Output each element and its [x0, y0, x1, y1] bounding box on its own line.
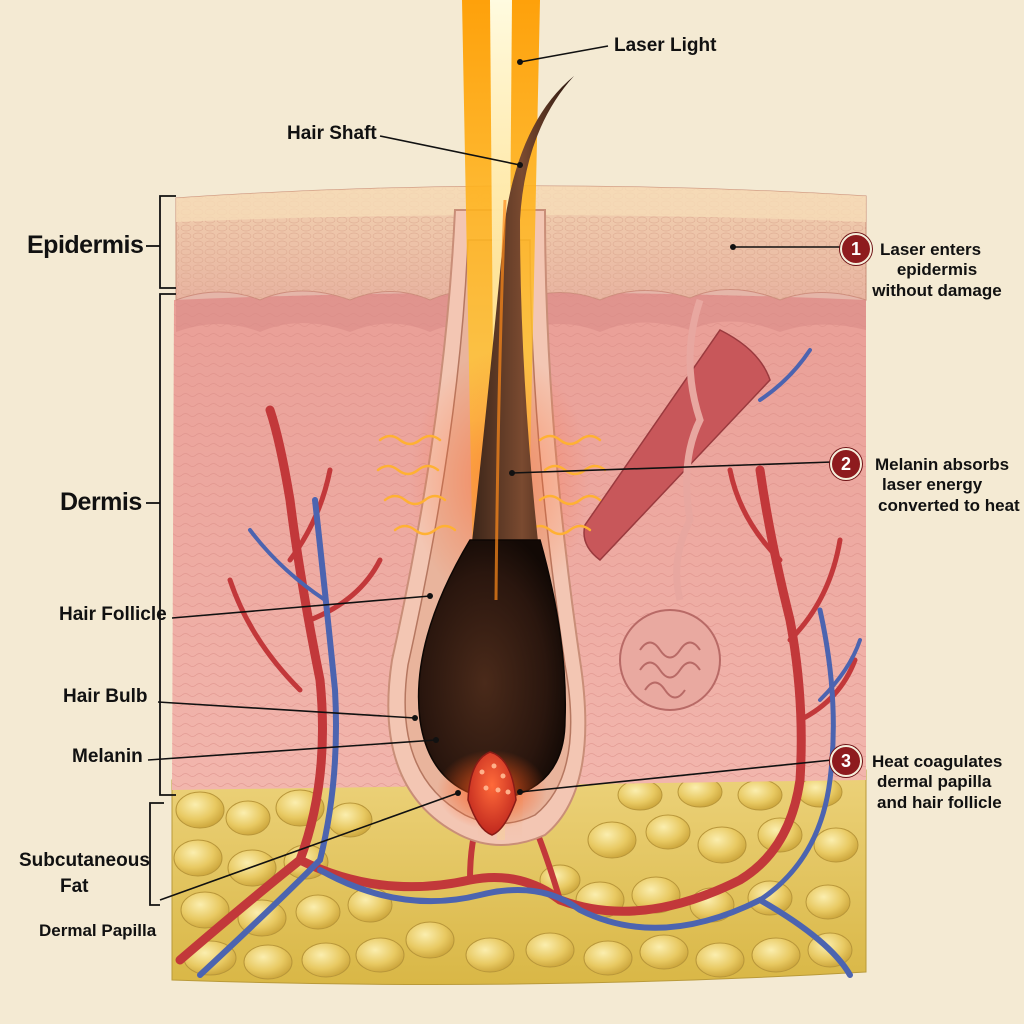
leader-lines — [147, 45, 842, 901]
step-1-line-1: Laser enters — [880, 240, 982, 259]
heat-wave-icons — [376, 434, 607, 536]
step-2-line-3: converted to heat — [878, 495, 1020, 515]
hair-follicle-label: Hair Follicle — [59, 604, 167, 625]
epidermis-label: Epidermis — [27, 231, 144, 259]
step-1-badge: 1 — [840, 233, 872, 265]
step-1-line-3: without damage — [872, 280, 1002, 300]
blood-vessels — [175, 348, 862, 978]
step-3-line-2: dermal papilla — [877, 772, 992, 792]
hair-shaft — [470, 76, 574, 560]
hair-shaft-label: Hair Shaft — [287, 123, 377, 144]
subcutaneous-fat-label-line2: Fat — [60, 876, 89, 897]
dermal-papilla-label: Dermal Papilla — [39, 921, 157, 940]
laser-light-label: Laser Light — [614, 35, 717, 56]
step-3-line-3: and hair follicle — [877, 792, 1002, 812]
step-2-text: Melanin absorbs laser energy converted t… — [870, 455, 1020, 516]
step-2-line-1: Melanin absorbs — [875, 455, 1010, 474]
step-2-line-2: laser energy — [882, 475, 983, 495]
hair-bulb-label: Hair Bulb — [63, 686, 148, 707]
step-1-text: Laser enters epidermis without damage — [872, 240, 1002, 301]
step-3-line-1: Heat coagulates — [872, 752, 1003, 771]
layer-brackets — [146, 195, 176, 906]
step-3-text: Heat coagulates dermal papilla and hair … — [872, 752, 1010, 813]
step-3-badge: 3 — [830, 745, 862, 777]
step-1-line-2: epidermis — [896, 260, 978, 280]
sweat-gland — [619, 609, 721, 711]
melanin-label: Melanin — [72, 746, 143, 767]
dermis-label: Dermis — [60, 488, 142, 516]
subcutaneous-fat-label-line1: Subcutaneous — [19, 850, 150, 871]
step-2-badge: 2 — [830, 448, 862, 480]
